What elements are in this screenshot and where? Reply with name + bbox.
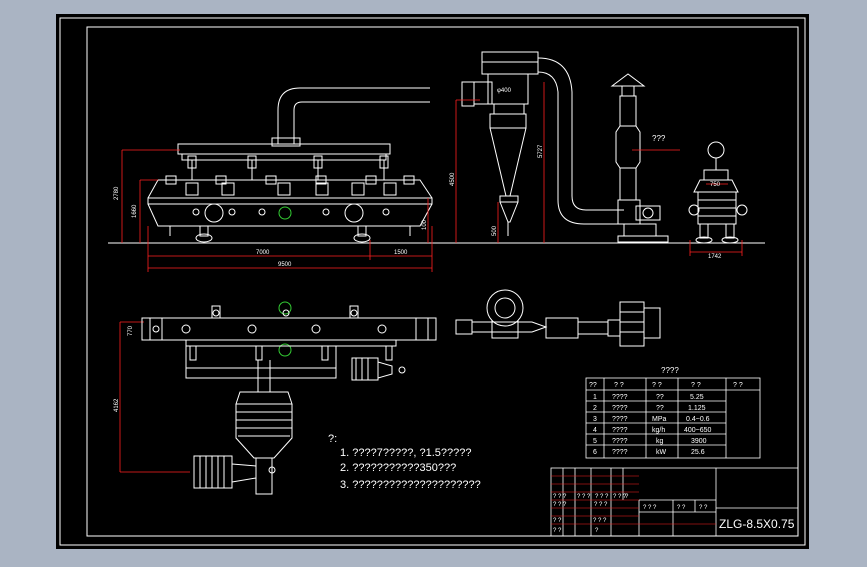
title-cell: ? ? ? — [594, 502, 608, 508]
spec-cell: kg/h — [652, 427, 665, 434]
spec-cell: 4 — [593, 427, 597, 434]
spec-header: ? ? — [614, 382, 624, 389]
spec-header: ?? — [589, 382, 597, 389]
spec-cell: 2 — [593, 405, 597, 412]
title-cell: ? ? ? — [577, 494, 591, 500]
spec-cell: ???? — [612, 416, 628, 423]
dim-100: 100 — [422, 219, 428, 230]
dim-9500: 9500 — [278, 262, 292, 268]
dim-7000: 7000 — [256, 250, 270, 256]
spec-cell: 6 — [593, 449, 597, 456]
dim-500: 500 — [492, 225, 498, 236]
spec-cell: ?? — [656, 405, 664, 412]
drawing-sheet — [56, 14, 809, 549]
spec-cell: 5 — [593, 438, 597, 445]
title-cell: ? ? ? — [613, 494, 627, 500]
spec-cell: 0.4~0.6 — [686, 416, 710, 423]
spec-cell: ???? — [612, 449, 628, 456]
dim-1660: 1660 — [132, 204, 138, 218]
spec-cell: 3900 — [691, 438, 707, 445]
spec-cell: 5.25 — [690, 394, 704, 401]
dryer-top-hood — [147, 179, 433, 199]
spec-cell: kW — [656, 449, 667, 456]
dim-5727: 5727 — [538, 144, 544, 158]
title-cell: ? ? ? — [595, 494, 609, 500]
spec-cell: 1.125 — [688, 405, 706, 412]
spec-header: ? ? — [733, 382, 743, 389]
spec-header: ? ? — [691, 382, 701, 389]
spec-cell: ???? — [612, 394, 628, 401]
dim-2780: 2780 — [114, 186, 120, 200]
spec-table-title: ???? — [661, 366, 679, 375]
spec-cell: 25.6 — [691, 449, 705, 456]
spec-header: ? ? — [652, 382, 662, 389]
note-item: 3. ????????????????????? — [340, 479, 481, 491]
dim-770: 770 — [128, 325, 134, 336]
green-marks — [278, 206, 292, 357]
drawing-number: ZLG-8.5X0.75 — [719, 517, 795, 531]
title-cell: ? ? ? — [553, 502, 567, 508]
dim-4500: 4500 — [450, 172, 456, 186]
title-cell: ? ? — [677, 505, 686, 511]
cyclone-body — [489, 113, 527, 129]
inner-frame — [86, 26, 799, 537]
note-item: 2. ???????????350??? — [340, 462, 456, 474]
title-block: ? ? ? ? ? ? ? ? ? ? ? ? ? ? ? ? ? ? ? ? … — [550, 467, 799, 537]
spec-cell: MPa — [652, 416, 667, 423]
notes-heading: ?: — [328, 433, 337, 445]
spec-cell: 3 — [593, 416, 597, 423]
dim-4162: 4162 — [114, 398, 120, 412]
outer-border — [59, 17, 806, 546]
spec-cell: 400~650 — [684, 427, 712, 434]
title-cell: ? ? — [553, 528, 562, 534]
title-cell: ? ? ? — [643, 505, 657, 511]
notes: ?: 1. ????7?????, ?1.5????? 2. ?????????… — [328, 433, 481, 491]
title-cell: ? ? — [553, 518, 562, 524]
dim-750: 750 — [710, 182, 721, 188]
spec-cell: ???? — [612, 405, 628, 412]
spec-cell: 1 — [593, 394, 597, 401]
title-cell: ? — [625, 494, 629, 500]
elevation-view — [108, 51, 765, 244]
title-cell: ? ? ? — [593, 518, 607, 524]
dryer-body — [147, 203, 433, 227]
spec-cell: ?? — [656, 394, 664, 401]
spec-cell: ???? — [612, 438, 628, 445]
spec-cell: kg — [656, 438, 664, 445]
plan-view — [141, 289, 661, 495]
spec-cell: ???? — [612, 427, 628, 434]
dim-1500: 1500 — [394, 250, 408, 256]
spec-table: ???? ?? ? ? ? ? ? ? ? ? 1 ???? ?? 5.25 2… — [585, 366, 761, 459]
dim-phi400: φ400 — [497, 88, 512, 94]
note-item: 1. ????7?????, ?1.5????? — [340, 447, 472, 459]
dimension-lines — [119, 82, 743, 473]
dim-1742: 1742 — [708, 254, 722, 260]
title-cell: ? ? ? — [553, 494, 567, 500]
title-cell: ? ? — [699, 505, 708, 511]
plan-cyclone — [486, 289, 524, 327]
stack-callout-label: ??? — [652, 134, 666, 143]
dimension-text: 2780 1660 100 4500 5727 500 φ400 7000 95… — [114, 88, 722, 412]
title-cell: ? — [595, 528, 599, 534]
